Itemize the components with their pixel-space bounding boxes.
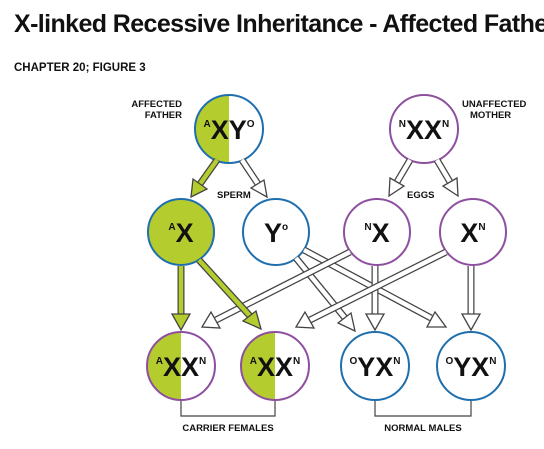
sperm-x-genotype: AX [168, 218, 193, 248]
child-1-genotype: AXXN [156, 352, 207, 382]
child-3-genotype: OYXN [349, 352, 400, 382]
child-3-node [340, 331, 410, 401]
page-title: X-linked Recessive Inheritance - Affecte… [14, 10, 544, 38]
sperm-x-to-child-2-arrow [196, 257, 262, 331]
father-label-line1: AFFECTED [131, 99, 182, 110]
child-4-genotype: OYXN [445, 352, 496, 382]
sperm-label: SPERM [217, 190, 251, 201]
father-to-sperm-x-arrow [190, 157, 220, 199]
mother-genotype: NXXN [399, 115, 450, 145]
father-to-sperm-y-arrow [239, 158, 268, 199]
sperm-x-node [147, 198, 215, 266]
sperm-y-genotype: Yo [264, 218, 288, 248]
mother-to-egg-1-arrow [388, 158, 414, 198]
mother-label-line2: MOTHER [470, 110, 511, 121]
father-genotype: AXYO [203, 115, 254, 145]
carrier-females-bracket [180, 401, 276, 417]
mother-to-egg-2-arrow [433, 158, 459, 198]
father-label-line2: FATHER [145, 110, 182, 121]
egg-2-genotype: XN [460, 218, 485, 248]
egg-2-to-child-2-arrow [294, 248, 448, 329]
child-2-genotype: AXXN [250, 352, 301, 382]
carrier-females-label: CARRIER FEMALES [182, 423, 273, 434]
child-4-node [436, 331, 506, 401]
egg-1-to-child-3-arrow [364, 266, 386, 332]
egg-2-node [439, 198, 507, 266]
sperm-y-node [242, 198, 310, 266]
mother-label-line1: UNAFFECTED [462, 99, 527, 110]
normal-males-label: NORMAL MALES [384, 423, 461, 434]
sperm-x-to-child-1-arrow [170, 266, 192, 332]
egg-1-node [343, 198, 411, 266]
figure-caption: CHAPTER 20; FIGURE 3 [14, 62, 146, 74]
egg-1-to-child-1-arrow [200, 248, 352, 329]
egg-1-genotype: NX [364, 218, 389, 248]
normal-males-bracket [374, 401, 472, 417]
eggs-label: EGGS [407, 190, 434, 201]
mother-node [389, 94, 459, 164]
egg-2-to-child-4-arrow [460, 266, 482, 332]
